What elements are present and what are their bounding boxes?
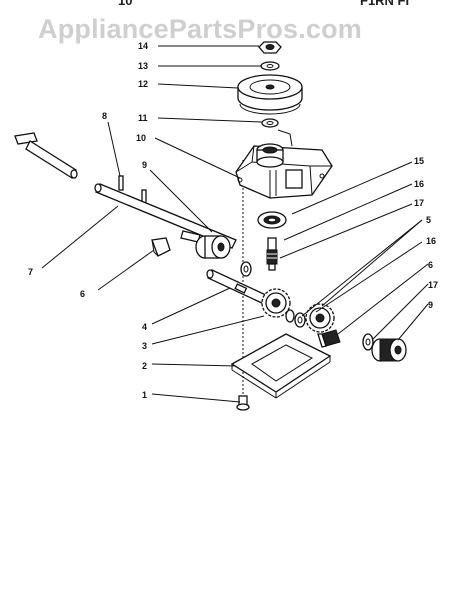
part-washer-shaft (240, 261, 252, 277)
part-bolt (236, 395, 250, 411)
callout-5-top: 5 (426, 215, 431, 225)
cutoff-label-left: 10 (118, 0, 133, 8)
callout-3: 3 (142, 341, 147, 351)
part-gear-housing (235, 129, 333, 199)
part-axle-shaft (14, 132, 237, 249)
part-pulley (237, 74, 303, 115)
part-washer-top (260, 61, 280, 71)
callout-15: 15 (414, 156, 424, 166)
callout-17-top: 17 (414, 198, 424, 208)
callout-4: 4 (142, 322, 147, 332)
part-washer-right (362, 333, 374, 351)
callout-11: 11 (138, 113, 148, 123)
part-drive-gear (261, 288, 291, 318)
part-bushing-left (195, 235, 231, 259)
callout-2: 2 (142, 361, 147, 371)
callout-6-right: 6 (428, 260, 433, 270)
part-bushing-right (371, 338, 407, 362)
cutoff-label-right: F1RN FI (360, 0, 410, 8)
callout-9-left: 9 (142, 160, 147, 170)
callout-9-right: 9 (428, 300, 433, 310)
leader-lines (41, 45, 429, 403)
callout-labels: 14 13 12 11 10 8 9 7 6 4 3 2 1 15 16 17 … (28, 41, 438, 400)
part-hex-nut (258, 41, 282, 54)
callout-13: 13 (138, 61, 148, 71)
callout-6-left: 6 (80, 289, 85, 299)
callout-14: 14 (138, 41, 148, 51)
part-input-shaft (206, 269, 269, 305)
callout-17-bottom: 17 (428, 280, 438, 290)
callout-10: 10 (136, 133, 146, 143)
part-differential-gear (305, 303, 335, 333)
part-block-right (317, 329, 341, 348)
callout-12: 12 (138, 79, 148, 89)
part-gasket (230, 333, 332, 399)
part-bearing (257, 211, 287, 229)
callout-8: 8 (102, 111, 107, 121)
part-gear-washers (285, 309, 306, 328)
part-worm-shaft (266, 237, 278, 271)
part-block-left (151, 237, 171, 257)
part-spacer (261, 118, 279, 128)
callout-16-top: 16 (414, 179, 424, 189)
watermark-text: AppliancePartsPros.com (38, 14, 363, 44)
callout-16-bottom: 16 (426, 236, 436, 246)
callout-7: 7 (28, 267, 33, 277)
callout-1: 1 (142, 390, 147, 400)
